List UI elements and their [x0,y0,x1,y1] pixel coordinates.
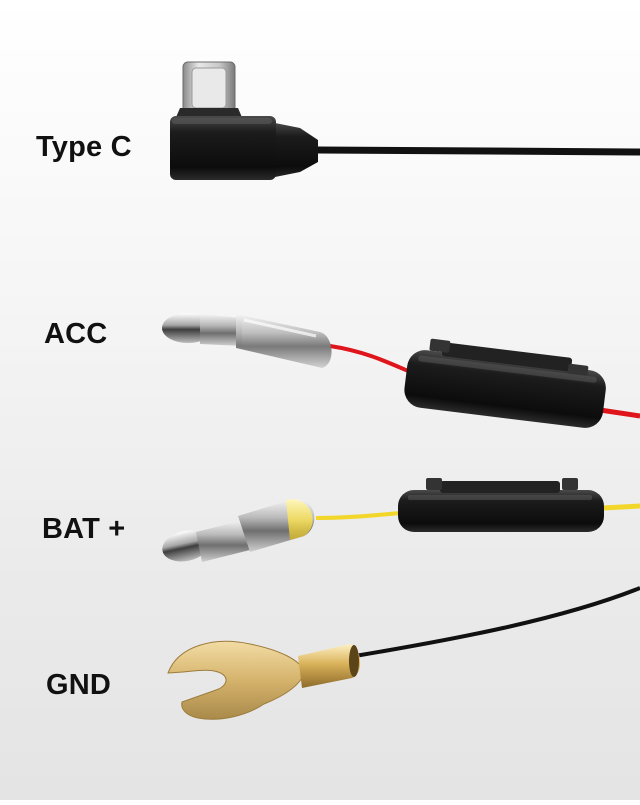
acc-sleeve [236,314,332,368]
gnd-fork-terminal [167,640,306,720]
gnd-label: GND [46,669,112,701]
bat-yellow-wire [315,511,401,520]
acc-label: ACC [44,318,108,350]
gnd-crimp-barrel [298,644,361,688]
acc-red-wire [329,344,421,378]
type-c-cable [314,146,640,156]
gnd-connector [167,586,640,720]
type-c-label: Type C [36,131,132,163]
bat-fuse-holder [398,478,604,532]
bat-connector [162,478,640,562]
bat-label: BAT + [42,513,126,545]
acc-connector [162,313,640,428]
acc-fuse-holder [404,338,606,428]
type-c-connector [170,61,640,180]
type-c-housing [170,116,276,180]
type-c-strain-relief [270,122,318,178]
gnd-black-wire [354,586,640,658]
